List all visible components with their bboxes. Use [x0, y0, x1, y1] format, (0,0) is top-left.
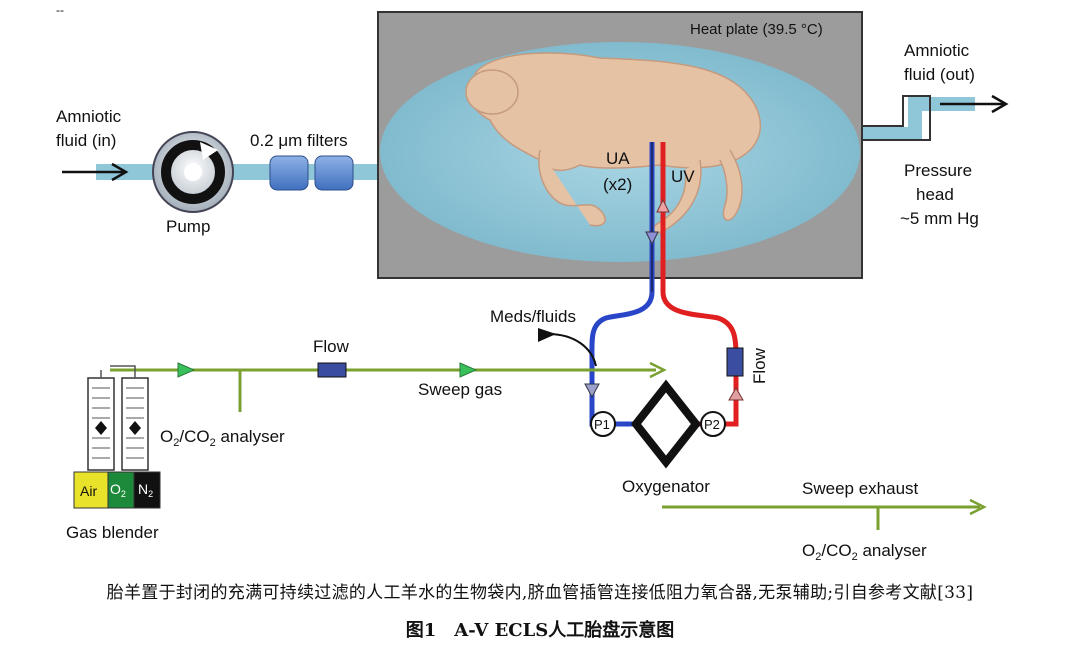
- air-supply: [73, 471, 109, 509]
- meds-fluids-line: [547, 333, 597, 367]
- p1-inflow-arrow-icon: [584, 383, 600, 399]
- outflow-tube: [855, 97, 975, 141]
- fetal-lamb-figure: [465, 52, 761, 236]
- pressure-head-label-2: head: [916, 185, 954, 204]
- blood-flow-sensor: [726, 347, 744, 377]
- filters-label: 0.2 μm filters: [250, 131, 348, 150]
- meds-fluids-arrow-icon: [538, 328, 556, 342]
- amniotic-out-label: Amniotic: [904, 41, 970, 60]
- air-label: Air: [80, 483, 97, 499]
- p2-label: P2: [704, 417, 720, 432]
- pump-label: Pump: [166, 217, 210, 236]
- filter-1: [269, 155, 309, 191]
- sweep-gas-label: Sweep gas: [418, 380, 502, 399]
- vein-flow-arrow-icon: [656, 198, 670, 213]
- gas-blender: [87, 365, 149, 471]
- heat-plate-label: Heat plate (39.5 °C): [690, 21, 823, 38]
- artificial-placenta-diagram: -- Heat plate (39.5 °C): [56, 3, 1009, 563]
- figure-caption: 图1 A-V ECLS人工胎盘示意图: [405, 620, 675, 641]
- figure-description: 胎羊置于封闭的充满可持续过滤的人工羊水的生物袋内,脐血管插管连接低阻力氧合器,无…: [106, 583, 974, 603]
- amniotic-out-label-2: fluid (out): [904, 65, 975, 84]
- pump-hub: [184, 163, 202, 181]
- pressure-sensor-p1: [590, 411, 616, 437]
- sweep-exhaust-label: Sweep exhaust: [802, 479, 919, 498]
- o2-label: O2: [110, 481, 126, 499]
- pressure-head-outline: [848, 95, 931, 141]
- ua-count-label: (x2): [603, 175, 632, 194]
- oxygenator-label: Oxygenator: [622, 477, 710, 496]
- pressure-head-value: ~5 mm Hg: [900, 209, 979, 228]
- pressure-head-label: Pressure: [904, 161, 972, 180]
- filter-2: [314, 155, 354, 191]
- gas-flow-arrow-icon-2: [459, 362, 478, 378]
- n2-label: N2: [138, 481, 153, 499]
- amniotic-in-label-2: fluid (in): [56, 131, 116, 150]
- gas-blender-label: Gas blender: [66, 523, 159, 542]
- artery-flow-arrow-icon: [645, 231, 659, 246]
- gas-flow-arrow-icon-1: [177, 362, 196, 378]
- amniotic-in-label: Amniotic: [56, 107, 122, 126]
- oxygenator: [630, 379, 702, 469]
- gas-flow-sensor: [317, 362, 347, 378]
- n2-supply: [133, 471, 161, 509]
- pump-rotation-arrow-icon: [200, 142, 218, 160]
- meds-fluids-label: Meds/fluids: [490, 307, 576, 326]
- pump-rotor-icon: [161, 140, 225, 204]
- o2-co2-analyser-label-2: O2/CO2 analyser: [802, 541, 927, 563]
- blood-flow-label: Flow: [750, 347, 769, 384]
- p1-label: P1: [594, 417, 610, 432]
- o2-co2-analyser-label-1: O2/CO2 analyser: [160, 427, 285, 449]
- corner-mark: --: [56, 3, 64, 17]
- uv-label: UV: [671, 167, 695, 186]
- ua-label: UA: [606, 149, 630, 168]
- o2-supply: [107, 471, 135, 509]
- gas-flow-label: Flow: [313, 337, 350, 356]
- p2-outflow-arrow-icon: [728, 387, 744, 401]
